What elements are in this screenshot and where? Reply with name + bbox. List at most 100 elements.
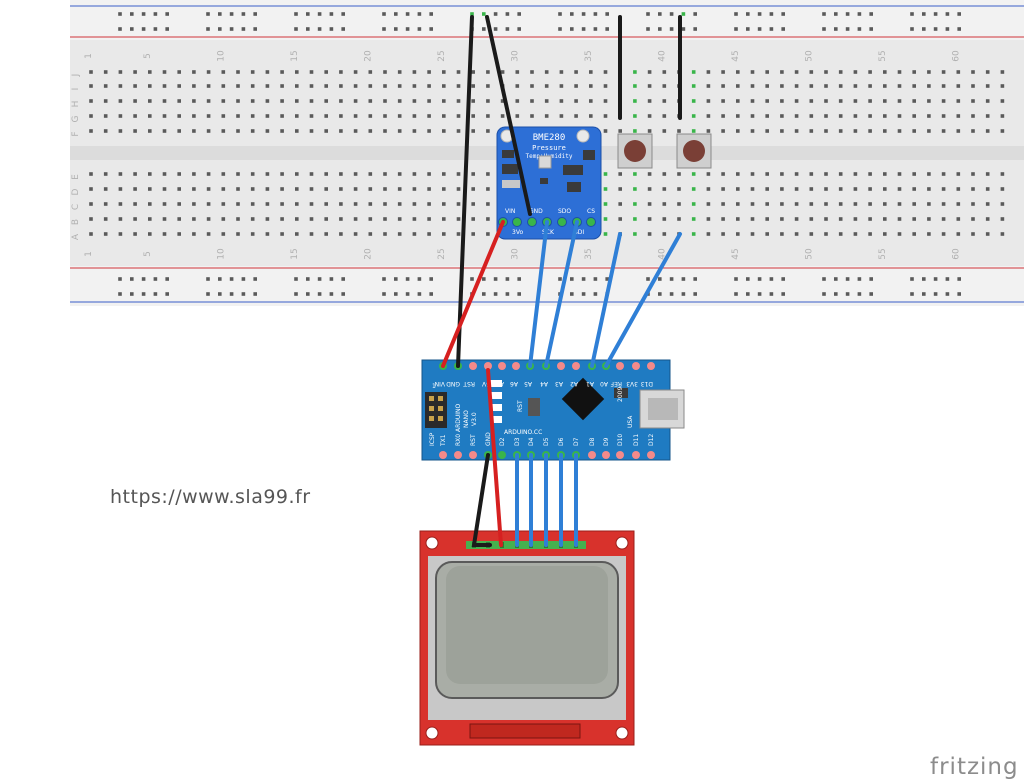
arduino-bottom-pin-label: D7 bbox=[573, 437, 580, 446]
rail-hole bbox=[957, 277, 961, 281]
rail-hole bbox=[845, 292, 850, 296]
rail-hole bbox=[253, 277, 257, 281]
breadboard-hole bbox=[162, 129, 167, 133]
breadboard-hole bbox=[956, 187, 961, 191]
breadboard-hole bbox=[221, 172, 226, 176]
breadboard-row-letter: D bbox=[71, 188, 81, 195]
breadboard-hole bbox=[192, 84, 196, 88]
breadboard-hole bbox=[221, 70, 226, 74]
breadboard-hole bbox=[353, 129, 358, 133]
breadboard-hole bbox=[559, 99, 564, 103]
breadboard-hole bbox=[309, 187, 314, 191]
breadboard-hole bbox=[177, 202, 181, 206]
breadboard-hole bbox=[736, 129, 740, 133]
breadboard-hole bbox=[250, 232, 255, 236]
push-button-1[interactable] bbox=[617, 133, 653, 169]
breadboard-hole bbox=[1000, 202, 1005, 206]
breadboard-hole bbox=[250, 99, 255, 103]
breadboard-hole bbox=[559, 84, 564, 88]
breadboard-hole bbox=[794, 187, 799, 191]
breadboard-hole bbox=[750, 99, 755, 103]
breadboard-hole bbox=[397, 187, 402, 191]
breadboard-column-number: 40 bbox=[657, 248, 667, 260]
breadboard-hole bbox=[941, 172, 946, 176]
breadboard-hole bbox=[295, 84, 299, 88]
breadboard-hole bbox=[1000, 172, 1005, 176]
breadboard-hole bbox=[412, 99, 417, 103]
breadboard-hole bbox=[383, 187, 387, 191]
breadboard-hole bbox=[794, 84, 799, 88]
breadboard-hole bbox=[927, 232, 931, 236]
breadboard-hole bbox=[118, 172, 123, 176]
breadboard-hole bbox=[794, 232, 799, 236]
breadboard-hole bbox=[633, 70, 637, 74]
rail-hole bbox=[593, 27, 598, 31]
rail-hole bbox=[693, 27, 697, 31]
breadboard-hole bbox=[780, 84, 784, 88]
breadboard-hole bbox=[912, 129, 916, 133]
breadboard-hole bbox=[853, 202, 858, 206]
breadboard-hole bbox=[824, 99, 828, 103]
rail-hole bbox=[118, 12, 122, 16]
breadboard-column-number: 25 bbox=[437, 248, 447, 259]
breadboard-hole bbox=[397, 99, 402, 103]
rail-hole bbox=[646, 277, 650, 281]
breadboard-hole bbox=[647, 232, 652, 236]
breadboard-hole bbox=[985, 129, 990, 133]
rail-hole bbox=[382, 277, 386, 281]
breadboard-hole bbox=[691, 232, 696, 236]
breadboard-hole bbox=[809, 99, 814, 103]
breadboard-hole bbox=[809, 202, 814, 206]
breadboard-hole bbox=[618, 172, 622, 176]
rail-hole bbox=[317, 12, 322, 16]
breadboard-hole bbox=[148, 172, 152, 176]
breadboard-hole bbox=[971, 70, 975, 74]
breadboard-hole bbox=[883, 172, 887, 176]
rail-hole bbox=[141, 12, 146, 16]
breadboard-hole bbox=[309, 99, 314, 103]
breadboard-hole bbox=[309, 202, 314, 206]
breadboard-hole bbox=[530, 70, 534, 74]
breadboard-hole bbox=[103, 187, 108, 191]
breadboard-hole bbox=[706, 202, 711, 206]
breadboard-hole bbox=[956, 84, 961, 88]
rail-hole bbox=[845, 27, 850, 31]
breadboard-hole bbox=[750, 172, 755, 176]
rail-hole bbox=[218, 277, 222, 281]
breadboard-hole bbox=[324, 99, 328, 103]
breadboard-hole bbox=[221, 202, 226, 206]
breadboard-hole bbox=[794, 202, 799, 206]
breadboard-hole bbox=[368, 202, 373, 206]
breadboard-hole bbox=[985, 187, 990, 191]
breadboard-hole bbox=[956, 129, 961, 133]
rail-hole bbox=[253, 12, 257, 16]
breadboard-hole bbox=[912, 70, 916, 74]
rail-hole bbox=[417, 277, 422, 281]
arduino-bottom-pin bbox=[469, 451, 477, 459]
rail-hole bbox=[130, 277, 134, 281]
breadboard-column-number: 1 bbox=[84, 53, 94, 59]
rail-hole bbox=[910, 277, 914, 281]
breadboard-hole bbox=[353, 70, 358, 74]
rail-hole bbox=[757, 27, 762, 31]
breadboard-hole bbox=[471, 187, 475, 191]
breadboard-hole bbox=[736, 99, 740, 103]
breadboard-hole bbox=[471, 84, 475, 88]
breadboard-hole bbox=[162, 232, 167, 236]
breadboard-column-number: 30 bbox=[510, 248, 520, 260]
rail-hole bbox=[669, 27, 674, 31]
breadboard-hole bbox=[103, 172, 108, 176]
breadboard-hole bbox=[442, 217, 446, 221]
breadboard-hole bbox=[280, 114, 284, 118]
rail-hole bbox=[957, 27, 961, 31]
rail-hole bbox=[429, 12, 433, 16]
rail-hole bbox=[834, 27, 838, 31]
push-button-2[interactable] bbox=[676, 133, 712, 169]
breadboard-hole bbox=[397, 70, 402, 74]
rail-hole bbox=[669, 12, 674, 16]
rail-hole bbox=[405, 12, 410, 16]
breadboard-hole bbox=[883, 129, 887, 133]
rail-hole bbox=[570, 27, 574, 31]
rail-hole bbox=[405, 292, 410, 296]
breadboard-hole bbox=[544, 99, 549, 103]
